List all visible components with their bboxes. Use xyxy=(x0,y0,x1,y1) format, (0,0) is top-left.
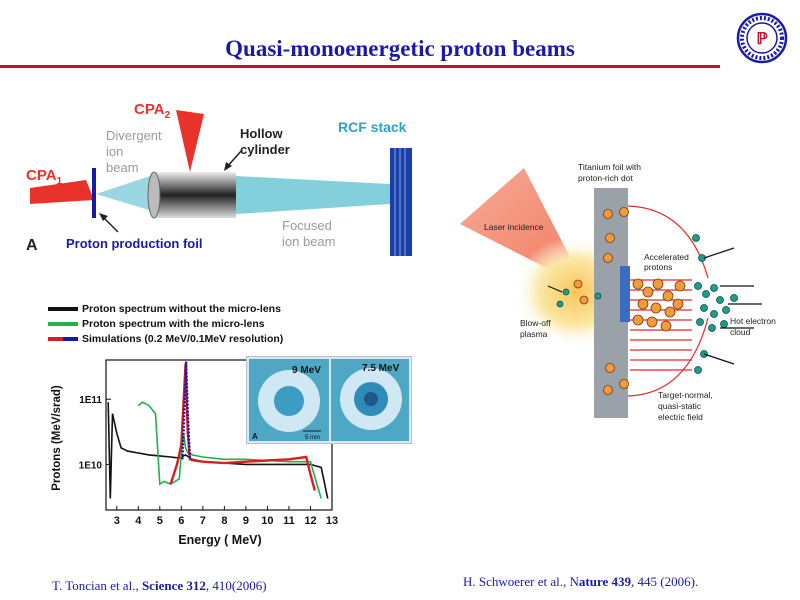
cpa2-subscript: 2 xyxy=(165,110,171,121)
titanium-label-1: Titanium foil with xyxy=(578,162,641,172)
x-tick-label: 9 xyxy=(243,515,249,527)
inset-scale-label: 5 mm xyxy=(305,435,320,441)
legend-label: Simulations (0.2 MeV/0.1MeV resolution) xyxy=(82,333,284,345)
institute-seal-icon: ℙ xyxy=(736,12,788,64)
titanium-label-2: proton-rich dot xyxy=(578,173,633,183)
experimental-setup-diagram: CPA1 CPA2 Divergent ion beam Hollow cyli… xyxy=(26,101,412,256)
chart-legend: Proton spectrum without the micro-lens P… xyxy=(48,303,348,349)
legend-item-with-lens: Proton spectrum with the micro-lens xyxy=(48,318,265,332)
electron-cloud xyxy=(556,234,738,374)
citation-left-rest: , 410(2006) xyxy=(205,578,267,593)
hollow-cylinder xyxy=(154,172,236,218)
proton-cluster xyxy=(573,207,686,395)
focused-label-1: Focused xyxy=(282,218,332,233)
slide-title: Quasi-monoenergetic proton beams xyxy=(225,36,575,61)
cpa2-label: CPA xyxy=(134,101,165,118)
title-underline xyxy=(0,65,720,68)
proton-rich-dot xyxy=(620,266,630,322)
x-tick-label: 3 xyxy=(114,515,120,527)
x-tick-label: 6 xyxy=(178,515,184,527)
inset-label-9mev: 9 MeV xyxy=(292,365,321,376)
citation-right-authors: H. Schwoerer et al., N xyxy=(463,574,579,589)
svg-text:Accelerated protons: Accelerated protons xyxy=(644,252,691,272)
x-tick-label: 7 xyxy=(200,515,206,527)
focused-beam xyxy=(236,176,390,214)
field-label-2: quasi-static xyxy=(658,401,702,411)
inset-graphic: 9 MeV 7.5 MeV A 5 mm xyxy=(249,359,409,441)
legend-swatch-black xyxy=(48,307,78,312)
y-tick-label: 1E11 xyxy=(79,395,102,406)
series-layer xyxy=(107,361,329,499)
svg-text:Hot electron cloud: Hot electron cloud xyxy=(730,316,778,337)
velocity-arrows xyxy=(547,247,762,365)
citation-right: H. Schwoerer et al., Nature 439, 445 (20… xyxy=(463,574,698,590)
svg-text:Titanium foil with proton-: Titanium foil with proton-rich dot xyxy=(578,162,643,183)
production-foil-label: Proton production foil xyxy=(66,236,202,251)
series-line-simulation-blue xyxy=(181,361,192,460)
svg-text:CPA1: CPA1 xyxy=(26,167,63,187)
x-tick-label: 5 xyxy=(157,515,163,527)
y-ticks: 1E10 1E11 xyxy=(79,395,111,471)
x-ticks: 3 4 5 6 7 8 9 10 11 12 13 xyxy=(114,506,338,527)
citation-left-journal: Science 312 xyxy=(141,578,206,593)
x-axis-label: Energy ( MeV) xyxy=(178,533,261,547)
field-label-3: electric field xyxy=(658,412,703,422)
legend-item-no-lens: Proton spectrum without the micro-lens xyxy=(48,303,281,317)
svg-text:Target-normal, quasi-stati: Target-normal, quasi-static electric fie… xyxy=(658,390,715,422)
hot-electron-label-2: cloud xyxy=(730,327,751,337)
cpa1-label: CPA xyxy=(26,167,57,184)
x-tick-label: 12 xyxy=(304,515,316,527)
rcf-stack xyxy=(390,148,412,256)
cpa1-beam xyxy=(30,180,94,204)
citation-left-authors: T. Toncian et al., xyxy=(52,578,142,593)
legend-label: Proton spectrum without the micro-lens xyxy=(82,303,281,315)
svg-text:ℙ: ℙ xyxy=(756,31,767,48)
divergent-beam xyxy=(96,172,162,214)
x-tick-label: 10 xyxy=(261,515,273,527)
svg-text:Blow-off plasma: Blow-off plasma xyxy=(520,318,553,339)
svg-text:Divergent ion beam: Divergent ion beam xyxy=(106,128,165,175)
hollow-label-2: cylinder xyxy=(240,142,290,157)
citation-right-journal: ature 439 xyxy=(578,574,632,589)
x-tick-label: 8 xyxy=(221,515,227,527)
legend-label: Proton spectrum with the micro-lens xyxy=(82,318,265,330)
blowoff-label-2: plasma xyxy=(520,329,548,339)
hollow-label-1: Hollow xyxy=(240,126,283,141)
hot-electron-label-1: Hot electron xyxy=(730,316,776,326)
series-line-2 xyxy=(169,363,316,491)
x-tick-label: 4 xyxy=(135,515,142,527)
acceleration-mechanism-diagram: Titanium foil with proton-rich dot Laser… xyxy=(460,162,778,422)
svg-text:Hollow cylinder: Hollow cylinder xyxy=(240,126,290,157)
citation-right-rest: , 445 (2006). xyxy=(631,574,699,589)
svg-text:CPA2: CPA2 xyxy=(134,101,171,121)
cpa1-subscript: 1 xyxy=(57,176,63,187)
rcf-inset-image: 9 MeV 7.5 MeV A 5 mm xyxy=(246,356,412,444)
divergent-label-3: beam xyxy=(106,160,139,175)
laser-label: Laser incidence xyxy=(484,222,544,232)
inset-panel-label: A xyxy=(252,432,258,441)
legend-swatch-green xyxy=(48,322,78,327)
x-tick-label: 11 xyxy=(283,515,295,527)
citation-left: T. Toncian et al., Science 312, 410(2006… xyxy=(52,578,267,594)
legend-swatch-red-blue xyxy=(48,337,78,342)
y-tick-label: 1E10 xyxy=(79,460,103,471)
cpa2-beam xyxy=(176,110,204,172)
rcf-label: RCF stack xyxy=(338,119,407,135)
divergent-label-1: Divergent xyxy=(106,128,162,143)
field-label-1: Target-normal, xyxy=(658,390,713,400)
blowoff-label-1: Blow-off xyxy=(520,318,551,328)
focused-label-2: ion beam xyxy=(282,234,335,249)
svg-text:Focused ion beam: Focused ion beam xyxy=(282,218,336,249)
panel-label-a: A xyxy=(26,237,38,254)
inset-label-7-5mev: 7.5 MeV xyxy=(362,363,400,374)
y-axis-label: Protons (MeV/srad) xyxy=(51,385,63,491)
production-foil xyxy=(92,168,96,218)
divergent-label-2: ion xyxy=(106,144,123,159)
accelerated-label-2: protons xyxy=(644,262,672,272)
accelerated-label-1: Accelerated xyxy=(644,252,689,262)
legend-item-simulation: Simulations (0.2 MeV/0.1MeV resolution) xyxy=(48,333,283,347)
x-tick-label: 13 xyxy=(326,515,338,527)
